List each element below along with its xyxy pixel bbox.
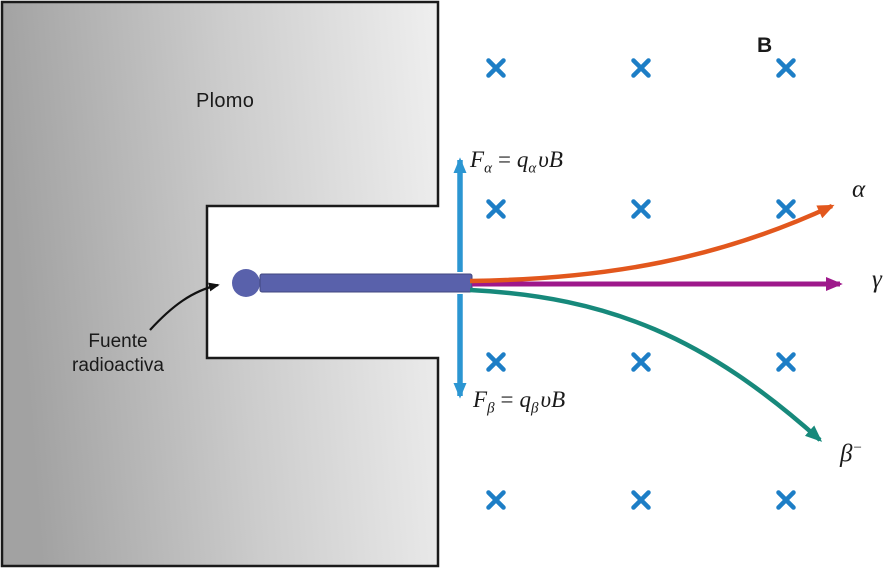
beta-ray-path bbox=[469, 287, 823, 442]
force-symbol: F bbox=[470, 147, 485, 172]
force-subscript: β bbox=[487, 400, 495, 417]
field-cross-icon bbox=[486, 352, 506, 372]
velocity-field-term: υB bbox=[538, 147, 563, 172]
gamma-ray-label: γ bbox=[872, 266, 882, 293]
source-label: Fuente radioactiva bbox=[58, 330, 178, 378]
field-cross-icon bbox=[631, 58, 651, 78]
field-cross-icon bbox=[631, 352, 651, 372]
field-cross-icon bbox=[776, 199, 796, 219]
equals-sign: = bbox=[500, 387, 514, 412]
source-label-line1: Fuente bbox=[88, 331, 148, 352]
field-cross-icon bbox=[631, 199, 651, 219]
charge-subscript: α bbox=[528, 160, 537, 177]
force-subscript: α bbox=[484, 160, 492, 177]
alpha-ray-path bbox=[469, 203, 835, 284]
alpha-ray-label: α bbox=[852, 176, 866, 203]
charge-subscript: β bbox=[531, 400, 539, 417]
magnetic-field-marks bbox=[486, 58, 796, 510]
equals-sign: = bbox=[497, 147, 511, 172]
field-cross-icon bbox=[631, 490, 651, 510]
charge-symbol: q bbox=[516, 147, 529, 172]
force-beta-label: Fβ=qβυB bbox=[473, 386, 565, 423]
velocity-field-term: υB bbox=[540, 387, 566, 412]
beta-charge-sign: − bbox=[852, 440, 863, 456]
magnetic-field-label: B bbox=[757, 34, 773, 57]
field-cross-icon bbox=[486, 490, 506, 510]
source-label-line2: radioactiva bbox=[72, 355, 164, 376]
force-alpha-label: Fα=qαυB bbox=[470, 146, 563, 183]
beta-symbol: β bbox=[840, 440, 853, 468]
field-cross-icon bbox=[486, 199, 506, 219]
field-cross-icon bbox=[776, 352, 796, 372]
source-pointer-arrow bbox=[149, 282, 220, 331]
beta-ray-label: β− bbox=[840, 440, 863, 468]
force-symbol: F bbox=[473, 387, 488, 412]
charge-symbol: q bbox=[519, 387, 532, 412]
lead-block bbox=[0, 0, 440, 568]
field-cross-icon bbox=[776, 490, 796, 510]
field-cross-icon bbox=[486, 58, 506, 78]
radioactive-source bbox=[232, 269, 260, 297]
lead-label: Plomo bbox=[196, 90, 255, 112]
particle-beam bbox=[259, 273, 473, 293]
field-cross-icon bbox=[776, 58, 796, 78]
